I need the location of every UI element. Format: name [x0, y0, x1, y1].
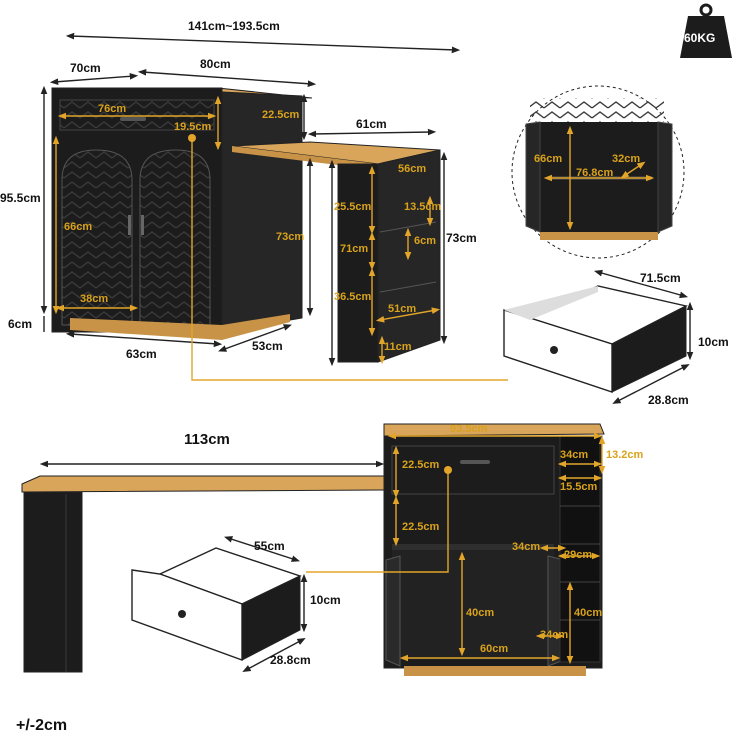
- depth-label: 70cm: [70, 61, 101, 75]
- back-shelf-15-label: 15.5cm: [560, 481, 598, 493]
- back-inner-width-label: 60cm: [480, 643, 508, 655]
- total-length-label: 141cm~193.5cm: [188, 19, 280, 33]
- base-width-label: 51cm: [388, 303, 416, 315]
- back-gap-label: 22.5cm: [402, 521, 440, 533]
- base-height-label: 11cm: [384, 341, 412, 353]
- drawer-width-label: 71.5cm: [640, 271, 681, 285]
- back-shelf-width-label: 34cm: [560, 449, 588, 461]
- drawer-depth-label: 28.8cm: [648, 393, 689, 407]
- weight-label: 60KG: [684, 31, 715, 45]
- drawer-inner-width-label: 76cm: [98, 103, 126, 115]
- drawer-height-outer-label: 10cm: [698, 335, 729, 349]
- back-29-label: 29cm: [564, 549, 592, 561]
- small-drawer-width-label: 55cm: [254, 539, 285, 553]
- small-drawer-height-label: 10cm: [310, 593, 341, 607]
- middle-height-label: 71cm: [340, 243, 368, 255]
- inset-depth-label: 32cm: [612, 153, 640, 165]
- desk-length-label: 113cm: [184, 431, 230, 448]
- small-drawer-depth-label: 28.8cm: [270, 653, 311, 667]
- upper-gap-label: 25.5cm: [334, 201, 372, 213]
- back-drawer-height-label: 22.5cm: [402, 459, 440, 471]
- shelf-depth-label: 56cm: [398, 163, 426, 175]
- extension-height-label: 73cm: [446, 231, 477, 245]
- door-width-label: 38cm: [80, 293, 108, 305]
- small-drawer: 55cm 10cm 28.8cm: [131, 536, 341, 672]
- inset-width-label: 76.8cm: [576, 167, 614, 179]
- long-desk: 113cm: [21, 431, 385, 673]
- bottom-width-label: 63cm: [126, 347, 157, 361]
- lower-gap-label: 36.5cm: [334, 291, 372, 303]
- inset-height-label: 66cm: [534, 153, 562, 165]
- tolerance-note: +/-2cm: [16, 717, 67, 734]
- plinth-height-label: 6cm: [8, 317, 32, 331]
- back-shelf-height-label: 13.2cm: [606, 449, 644, 461]
- weight-icon: 60KG: [680, 3, 732, 58]
- back-inner-height-label: 40cm: [466, 607, 494, 619]
- back-side-34-label: 34cm: [540, 629, 568, 641]
- back-cabinet: 93.5cm 22.5cm 34cm 13.2cm 15.5cm 22.5cm …: [306, 423, 644, 676]
- shelf-6-label: 6cm: [414, 235, 436, 247]
- height-label: 95.5cm: [0, 191, 41, 205]
- top-thickness-label: 22.5cm: [262, 109, 300, 121]
- width-label: 80cm: [200, 57, 231, 71]
- drawer-height-label: 19.5cm: [174, 121, 212, 133]
- back-side-height-label: 40cm: [574, 607, 602, 619]
- back-shelf-34-label: 34cm: [512, 541, 540, 553]
- side-height-label: 73cm: [276, 231, 304, 243]
- door-height-label: 66cm: [64, 221, 92, 233]
- bottom-depth-label: 53cm: [252, 339, 283, 353]
- shelf-thickness-label: 13.5cm: [404, 201, 442, 213]
- back-width-label: 93.5cm: [450, 423, 488, 435]
- large-drawer: 71.5cm 10cm 28.8cm: [503, 269, 729, 407]
- interior-inset: 66cm 32cm 76.8cm: [511, 85, 685, 259]
- extension-width-label: 61cm: [356, 117, 387, 131]
